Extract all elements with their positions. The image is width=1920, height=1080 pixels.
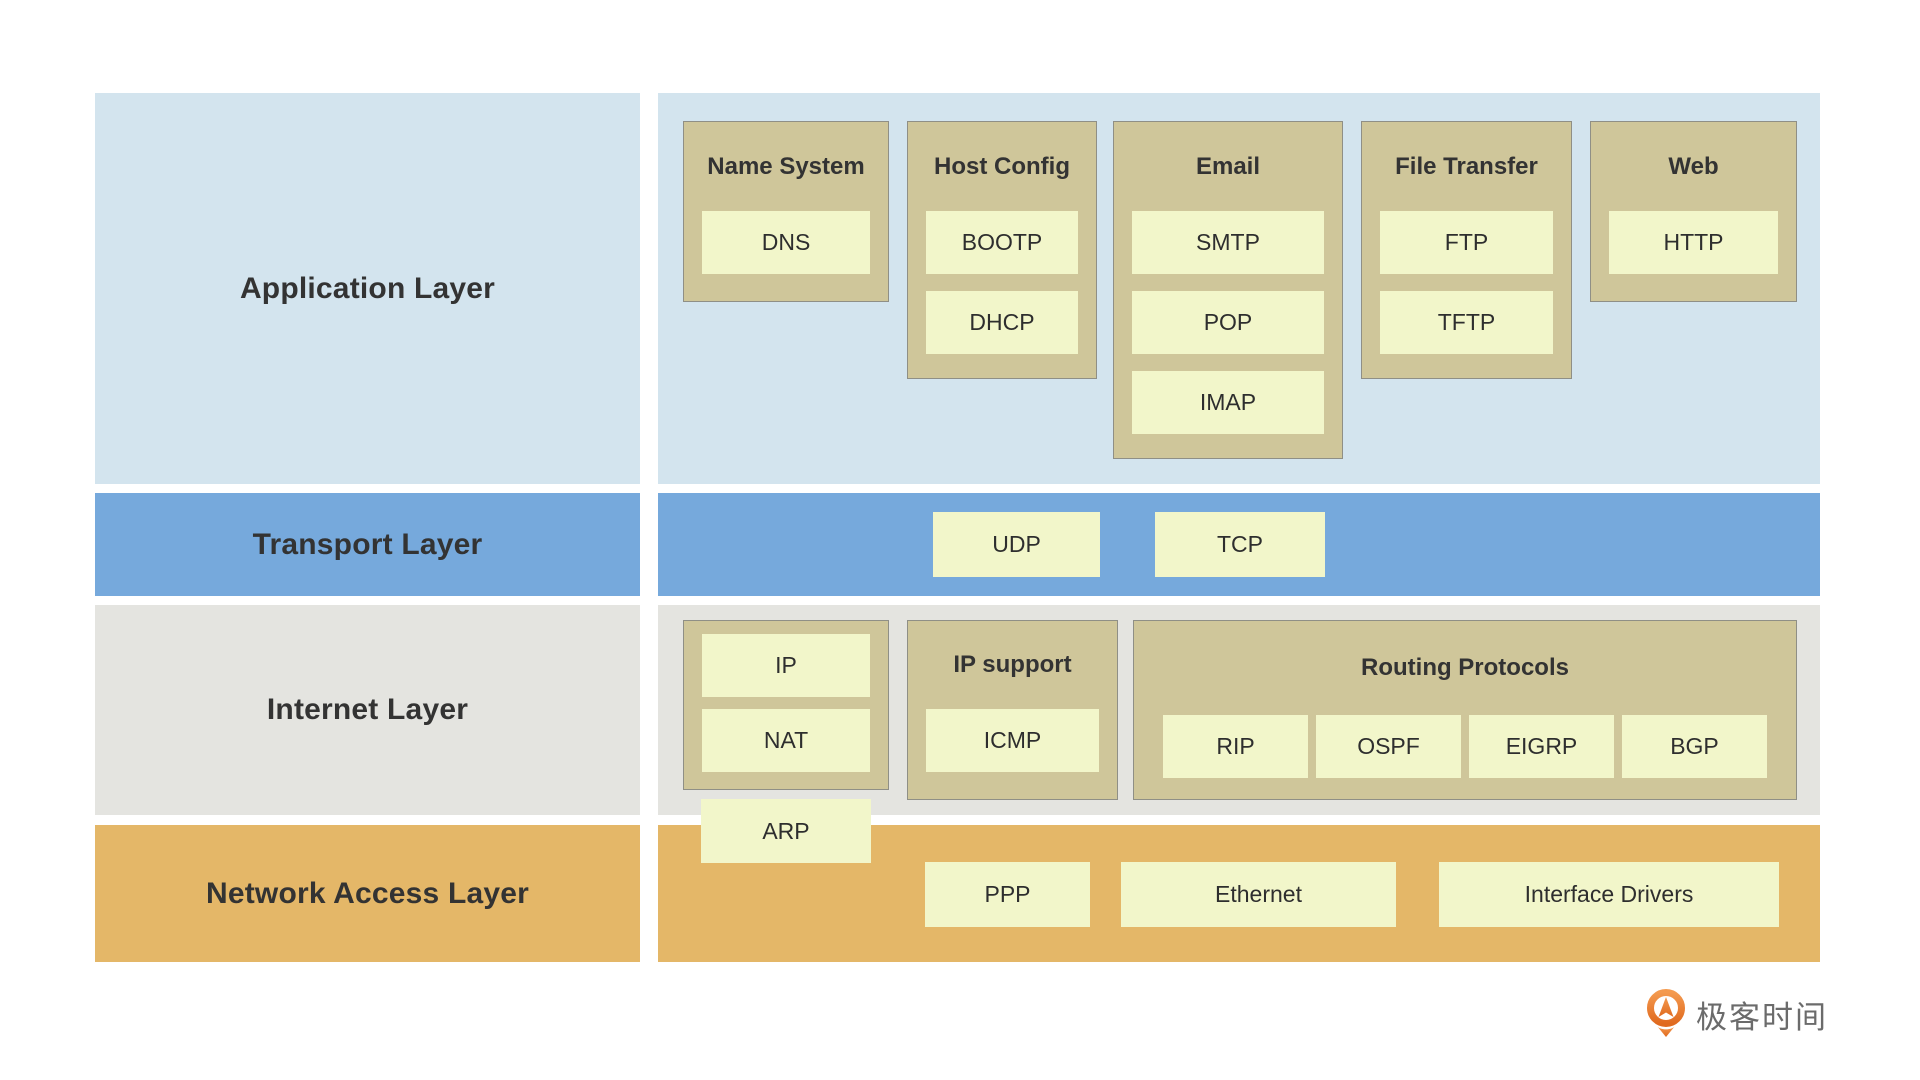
email-group-title: Email — [1195, 152, 1261, 180]
nat-protocol-box: NAT — [702, 709, 870, 772]
eigrp-protocol-box: EIGRP — [1469, 715, 1614, 778]
internet-layer-content-panel: IP NAT IP support ICMP Routing Protocols… — [658, 605, 1820, 815]
internet-layer-row: Internet Layer IP NAT IP support ICMP Ro… — [0, 605, 1920, 815]
email-group: Email SMTP POP IMAP — [1113, 121, 1343, 459]
transport-layer-content-panel: UDP TCP — [658, 493, 1820, 596]
file-transfer-group: File Transfer FTP TFTP — [1361, 121, 1572, 379]
bootp-protocol-box: BOOTP — [926, 211, 1078, 274]
ip-support-group: IP support ICMP — [907, 620, 1118, 800]
dns-protocol-box: DNS — [702, 211, 870, 274]
network-access-layer-label: Network Access Layer — [205, 876, 530, 910]
transport-layer-label: Transport Layer — [252, 527, 483, 561]
ip-protocol-box: IP — [702, 634, 870, 697]
name-system-group-title: Name System — [707, 152, 865, 180]
pop-protocol-box: POP — [1132, 291, 1324, 354]
application-layer-content-panel: Name System DNS Host Config BOOTP DHCP E… — [658, 93, 1820, 484]
network-access-layer-row: Network Access Layer PPP Ethernet Interf… — [0, 825, 1920, 962]
tcp-protocol-box: TCP — [1155, 512, 1325, 577]
icmp-protocol-box: ICMP — [926, 709, 1099, 772]
imap-protocol-box: IMAP — [1132, 371, 1324, 434]
ip-support-group-title: IP support — [953, 651, 1072, 678]
transport-layer-label-panel: Transport Layer — [95, 493, 640, 596]
routing-protocols-group-title: Routing Protocols — [1361, 654, 1569, 681]
file-transfer-group-title: File Transfer — [1395, 152, 1538, 180]
host-config-group-title: Host Config — [934, 152, 1070, 180]
bgp-protocol-box: BGP — [1622, 715, 1767, 778]
transport-layer-row: Transport Layer UDP TCP — [0, 493, 1920, 596]
ftp-protocol-box: FTP — [1380, 211, 1553, 274]
ethernet-protocol-box: Ethernet — [1121, 862, 1396, 927]
ip-nat-group: IP NAT — [683, 620, 889, 790]
network-access-layer-content-panel: PPP Ethernet Interface Drivers — [658, 825, 1820, 962]
web-group-title: Web — [1668, 152, 1719, 180]
geektime-logo: 极客时间 — [1645, 987, 1828, 1041]
internet-layer-label-panel: Internet Layer — [95, 605, 640, 815]
application-layer-label-panel: Application Layer — [95, 93, 640, 484]
smtp-protocol-box: SMTP — [1132, 211, 1324, 274]
http-protocol-box: HTTP — [1609, 211, 1778, 274]
ospf-protocol-box: OSPF — [1316, 715, 1461, 778]
host-config-group: Host Config BOOTP DHCP — [907, 121, 1097, 379]
ppp-protocol-box: PPP — [925, 862, 1090, 927]
dhcp-protocol-box: DHCP — [926, 291, 1078, 354]
routing-protocols-row: RIP OSPF EIGRP BGP — [1163, 715, 1778, 778]
web-group: Web HTTP — [1590, 121, 1797, 302]
interface-drivers-protocol-box: Interface Drivers — [1439, 862, 1779, 927]
name-system-group: Name System DNS — [683, 121, 889, 302]
geektime-logo-icon — [1647, 989, 1685, 1037]
geektime-logo-text: 极客时间 — [1696, 999, 1828, 1035]
arp-protocol-box: ARP — [701, 799, 871, 863]
application-layer-label: Application Layer — [239, 271, 496, 305]
udp-protocol-box: UDP — [933, 512, 1100, 577]
network-access-layer-label-panel: Network Access Layer — [95, 825, 640, 962]
routing-protocols-group: Routing Protocols RIP OSPF EIGRP BGP — [1133, 620, 1797, 800]
tftp-protocol-box: TFTP — [1380, 291, 1553, 354]
application-layer-row: Application Layer Name System DNS Host C… — [0, 93, 1920, 484]
rip-protocol-box: RIP — [1163, 715, 1308, 778]
internet-layer-label: Internet Layer — [266, 693, 469, 726]
